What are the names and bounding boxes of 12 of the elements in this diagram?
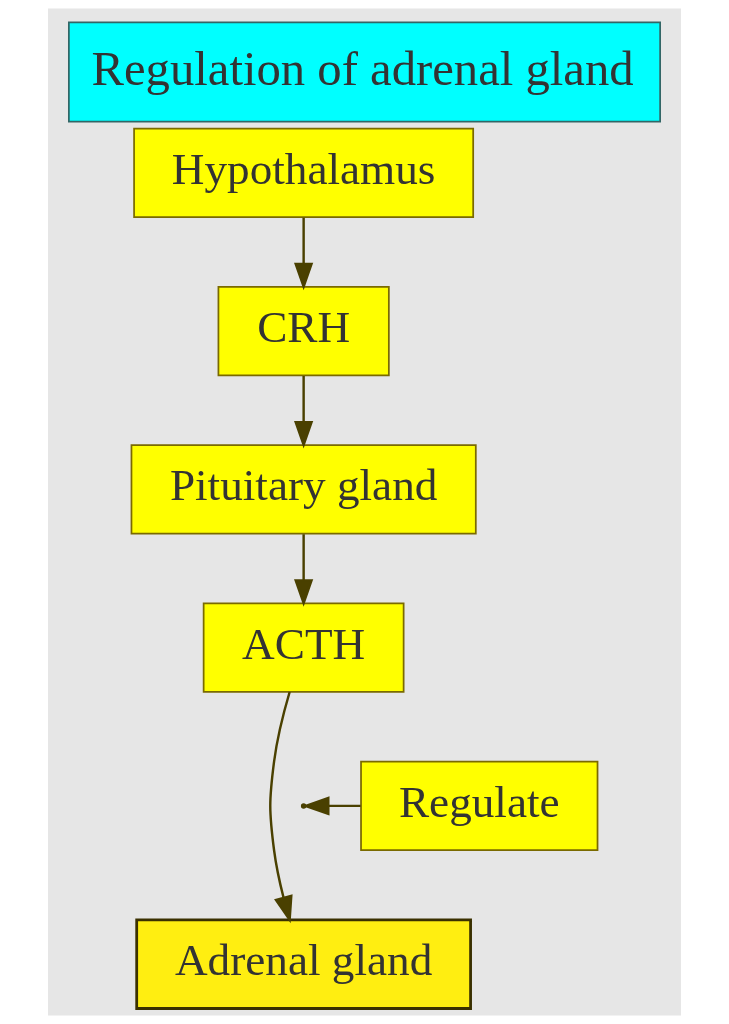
arrow [302,796,361,816]
arrow [294,376,314,449]
node-box: Adrenal gland [135,918,472,1010]
arrow [269,691,293,924]
node-box: Pituitary gland [130,444,477,535]
node-box: ACTH [202,602,405,693]
arrow [294,534,314,607]
node-box: CRH [217,285,390,377]
arrow [294,217,314,291]
node-box: Hypothalamus [133,127,475,219]
diagram-title: Regulation of adrenal gland [91,41,634,96]
node-box: Regulate [360,760,599,852]
